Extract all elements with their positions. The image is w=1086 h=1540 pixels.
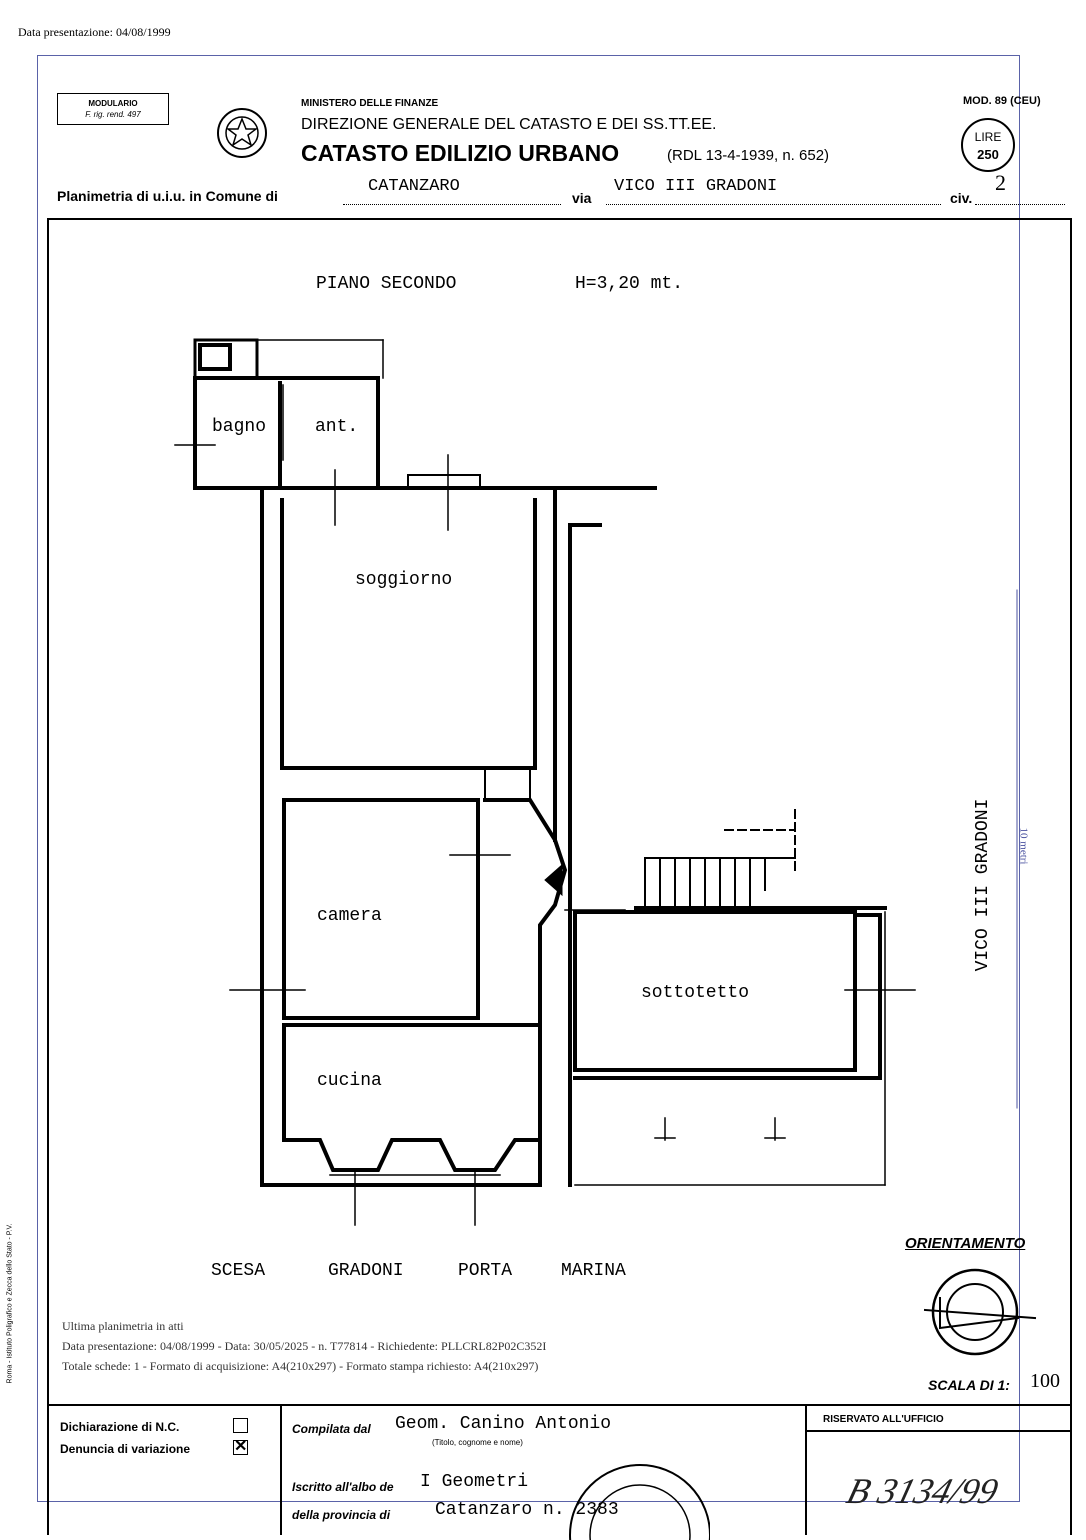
street-word: GRADONI [328,1261,404,1281]
denuncia-label: Denuncia di variazione [60,1442,191,1456]
lire-stamp: LIRE 250 [961,118,1015,172]
protocol-handwritten: B 3134/99 [842,1471,1003,1511]
republic-emblem-icon [217,108,267,158]
professional-stamp-icon [569,1464,710,1540]
modulario-ref: F. rig. rend. 497 [85,110,141,119]
room-cucina: cucina [317,1071,382,1091]
direction: DIREZIONE GENERALE DEL CATASTO E DEI SS.… [301,116,717,133]
street-word: PORTA [458,1261,513,1281]
comune-dotline [343,198,561,205]
floor-height: H=3,20 mt. [575,274,684,294]
lire-label: LIRE [974,130,1002,144]
document-title: CATASTO EDILIZIO URBANO [301,140,620,166]
presentation-date-stamp: Data presentazione: 04/08/1999 [18,25,171,39]
via-value: VICO III GRADONI [614,177,778,196]
print-frame [37,55,1020,1502]
compilata-label: Compilata dal [292,1422,371,1436]
printer-note: Roma - Istituto Poligrafico e Zecca dell… [6,1223,14,1384]
form-footer [47,1406,1072,1535]
footer-divider [805,1406,807,1535]
riservato-label: RISERVATO ALL'UFFICIO [823,1414,944,1425]
dichiarazione-checkbox[interactable] [233,1418,248,1433]
dichiarazione-label: Dichiarazione di N.C. [60,1420,180,1434]
footer-divider [805,1430,1072,1432]
overlay-line-1: Ultima planimetria in atti [62,1319,184,1333]
albo-label: Iscritto all'albo de [292,1480,394,1494]
comune-value: CATANZARO [368,177,460,196]
room-soggiorno: soggiorno [355,570,453,590]
via-dotline [606,198,941,205]
floor-label: PIANO SECONDO [316,274,457,294]
denuncia-checkbox[interactable]: ✕ [233,1438,248,1455]
civ-value: 2 [995,170,1006,195]
scale-label: SCALA DI 1: [928,1377,1010,1393]
room-camera: camera [317,906,382,926]
orientation-label: ORIENTAMENTO [905,1235,1026,1252]
compilata-value: Geom. Canino Antonio [395,1414,612,1434]
ministry: MINISTERO DELLE FINANZE [301,98,439,109]
civ-label: civ. [950,190,973,206]
footer-divider [280,1406,282,1535]
street-right-label: VICO III GRADONI [973,798,993,972]
scale-bar-label: 10 metri [1017,827,1030,865]
room-sottotetto: sottotetto [641,983,750,1003]
model-code: MOD. 89 (CEU) [963,95,1041,107]
title-reference: (RDL 13-4-1939, n. 652) [667,147,830,164]
street-word: MARINA [561,1261,626,1281]
planimetria-label: Planimetria di u.i.u. in Comune di [57,188,278,204]
overlay-line-2: Data presentazione: 04/08/1999 - Data: 3… [62,1339,547,1353]
civ-dotline [975,198,1065,205]
lire-value: 250 [977,147,999,162]
room-bagno: bagno [212,417,267,437]
albo-value: I Geometri [420,1472,529,1492]
modulario-label: MODULARIO [88,99,138,108]
street-word: SCESA [211,1261,266,1281]
provincia-label: della provincia di [292,1508,391,1522]
floor-plan-area [47,218,1072,1406]
compilata-hint: (Titolo, cognome e nome) [432,1438,523,1447]
scale-value: 100 [1030,1370,1060,1392]
modulario-box: MODULARIO F. rig. rend. 497 [57,93,169,125]
overlay-line-3: Totale schede: 1 - Formato di acquisizio… [62,1359,539,1373]
room-anti: ant. [315,417,359,437]
via-label: via [572,190,592,206]
